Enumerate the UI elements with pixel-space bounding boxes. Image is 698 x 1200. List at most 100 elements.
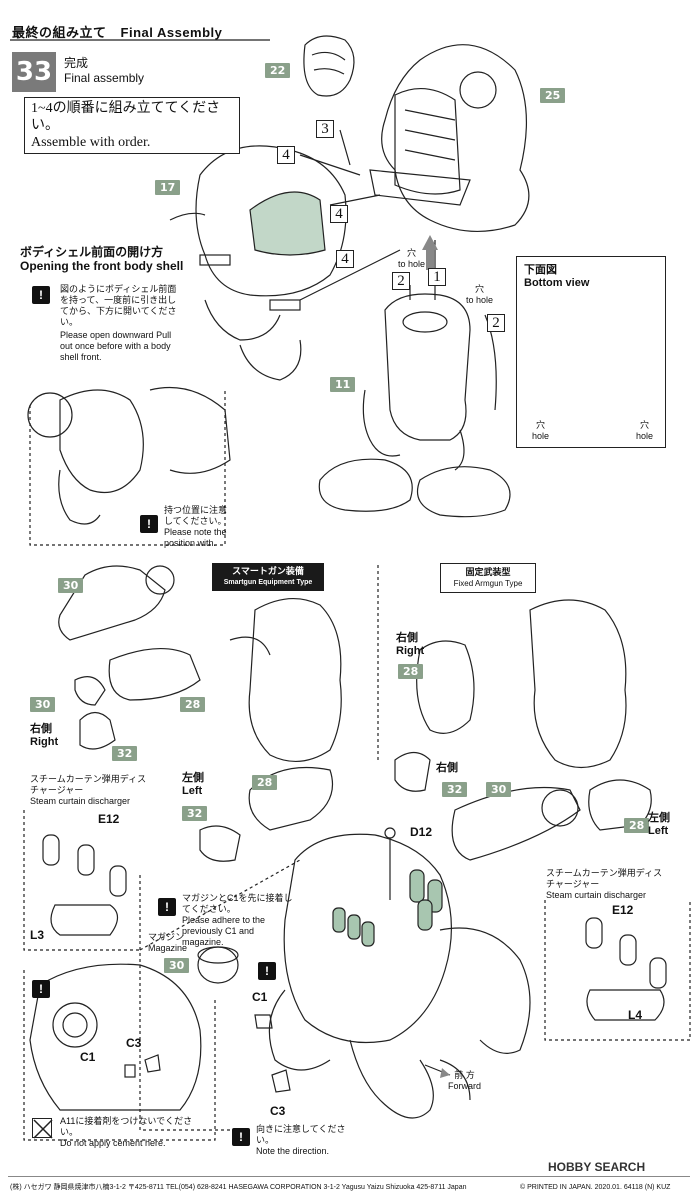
smartgun-right-en: Right [30, 736, 59, 748]
fixed-left-jp: 左側 [648, 812, 670, 824]
to-hole-top-jp: 穴 [407, 248, 417, 258]
assembly-step-3: 3 [316, 120, 334, 138]
assembly-step-4-a: 4 [277, 146, 295, 164]
forward-en: Forward [448, 1081, 482, 1091]
hole-right-jp: 穴 [640, 420, 650, 430]
magazine-label-en: Magazine [148, 943, 188, 953]
to-hole-right-jp: 穴 [475, 284, 485, 294]
footer-print: © PRINTED IN JAPAN. 2020.01. 64118 (N) K… [520, 1184, 671, 1191]
step-caption: 完成 Final assembly [64, 56, 144, 86]
caution-icon: ! [158, 898, 176, 916]
part-tag-30-d: 30 [164, 958, 190, 973]
step-caption-en: Final assembly [64, 71, 145, 85]
smartgun-label-jp: スマートガン装備 [232, 566, 304, 576]
front-shell-section-title: ボディシェル前面の開け方 Opening the front body shel… [20, 245, 183, 273]
order-note-jp: 1~4の順番に組み立ててください。 [31, 101, 221, 133]
direction-note-en: Note the direction. [256, 1146, 330, 1156]
to-hole-label-top: 穴 to hole [398, 248, 425, 270]
caution-icon: ! [140, 515, 158, 533]
part-e12-right: E12 [612, 903, 634, 917]
part-tag-28-d: 28 [624, 818, 650, 833]
part-l3: L3 [30, 928, 45, 942]
fixed-left-en: Left [648, 825, 669, 837]
part-tag-30-b: 30 [30, 697, 56, 712]
to-hole-label-right: 穴 to hole [466, 284, 493, 306]
to-hole-right-en: to hole [466, 295, 494, 305]
bottom-view-hole-right: 穴 hole [636, 420, 653, 442]
forward-jp: 前 方 [454, 1070, 475, 1080]
steam-left-jp: スチームカーテン弾用ディスチャージャー [30, 774, 147, 795]
step-number-badge: 33 [12, 52, 56, 92]
to-hole-top-en: to hole [398, 259, 426, 269]
fixed-right-label: 右側 Right [396, 632, 424, 658]
caution-icon: ! [258, 962, 276, 980]
steam-discharger-left-label: スチームカーテン弾用ディスチャージャー Steam curtain discha… [30, 774, 150, 807]
cement-warning: A11に接着剤をつけないでください。 Do not apply cement h… [60, 1116, 200, 1149]
steam-discharger-right-label: スチームカーテン弾用ディスチャージャー Steam curtain discha… [546, 868, 666, 901]
front-shell-title-en: Opening the front body shell [20, 259, 184, 273]
fixed-armgun-type-label: 固定武装型 Fixed Armgun Type [440, 563, 536, 593]
part-tag-11: 11 [330, 377, 356, 392]
cement-warning-en: Do not apply cement here. [60, 1138, 166, 1148]
part-tag-30-c: 30 [486, 782, 512, 797]
front-shell-note-en: Please note the position with. [164, 527, 227, 548]
part-c1-main: C1 [252, 990, 268, 1004]
hole-right-en: hole [636, 431, 654, 441]
steam-right-en: Steam curtain discharger [546, 890, 647, 900]
part-tag-22: 22 [265, 63, 291, 78]
assembly-step-4-c: 4 [336, 250, 354, 268]
steam-right-jp: スチームカーテン弾用ディスチャージャー [546, 868, 663, 889]
smartgun-type-label: スマートガン装備 Smartgun Equipment Type [212, 563, 324, 591]
assembly-step-2-b: 2 [487, 314, 505, 332]
steam-left-en: Steam curtain discharger [30, 796, 131, 806]
part-l4: L4 [628, 1008, 643, 1022]
magazine-note: マガジンとC1を先に接着してください。 Please adhere to the… [182, 893, 294, 948]
fixed-right-en: Right [396, 645, 425, 657]
part-tag-17: 17 [155, 180, 181, 195]
smartgun-right-label: 右側 Right [30, 723, 58, 749]
smartgun-label-en: Smartgun Equipment Type [223, 579, 313, 586]
title-en: Final Assembly [120, 25, 223, 40]
part-c3-detail: C3 [126, 1036, 142, 1050]
bottom-view-title-en: Bottom view [524, 277, 590, 289]
part-tag-32-b: 32 [182, 806, 208, 821]
smartgun-left-label: 左側 Left [182, 772, 204, 798]
smartgun-left-en: Left [182, 785, 203, 797]
part-tag-30-a: 30 [58, 578, 84, 593]
magazine-note-en: Please adhere to the previously C1 and m… [182, 915, 266, 947]
front-shell-instructions: 図のようにボディシェル前面を持って、一度前に引き出してから、下方に開いてください… [60, 284, 180, 363]
footer-rule [8, 1176, 690, 1177]
forward-label: 前 方 Forward [448, 1070, 481, 1092]
front-shell-note-jp: 持つ位置に注意してください。 [164, 505, 228, 526]
part-tag-28-b: 28 [252, 775, 278, 790]
fixed-label-en: Fixed Armgun Type [453, 579, 523, 588]
bottom-view-title: 下面図 Bottom view [524, 264, 589, 290]
part-c1-detail: C1 [80, 1050, 96, 1064]
bottom-view-panel [516, 256, 666, 448]
bottom-view-hole-left: 穴 hole [532, 420, 549, 442]
fixed-label-jp: 固定武装型 [465, 567, 511, 577]
step-caption-jp: 完成 [64, 56, 89, 70]
front-shell-instr-jp: 図のようにボディシェル前面を持って、一度前に引き出してから、下方に開いてください… [60, 284, 177, 327]
magazine-note-jp: マガジンとC1を先に接着してください。 [182, 893, 293, 914]
part-tag-32-c: 32 [442, 782, 468, 797]
footer-company: (株) ハセガワ 静岡県焼津市八楠3-1-2 〒425-8711 TEL(054… [10, 1184, 467, 1191]
part-tag-28-a: 28 [180, 697, 206, 712]
fixed-right-label-2: 右側 [436, 762, 458, 774]
part-tag-25: 25 [540, 88, 566, 103]
caution-icon: ! [32, 980, 50, 998]
magazine-label: マガジン Magazine [148, 932, 187, 954]
smartgun-right-jp: 右側 [30, 723, 52, 735]
hole-left-jp: 穴 [536, 420, 546, 430]
part-tag-32-a: 32 [112, 746, 138, 761]
bottom-view-title-jp: 下面図 [524, 264, 557, 276]
caution-icon: ! [32, 286, 50, 304]
assembly-step-1: 1 [428, 268, 446, 286]
front-shell-title-jp: ボディシェル前面の開け方 [20, 245, 164, 259]
fixed-right-jp: 右側 [396, 632, 418, 644]
direction-note-jp: 向きに注意してください。 [256, 1124, 346, 1145]
caution-icon: ! [232, 1128, 250, 1146]
